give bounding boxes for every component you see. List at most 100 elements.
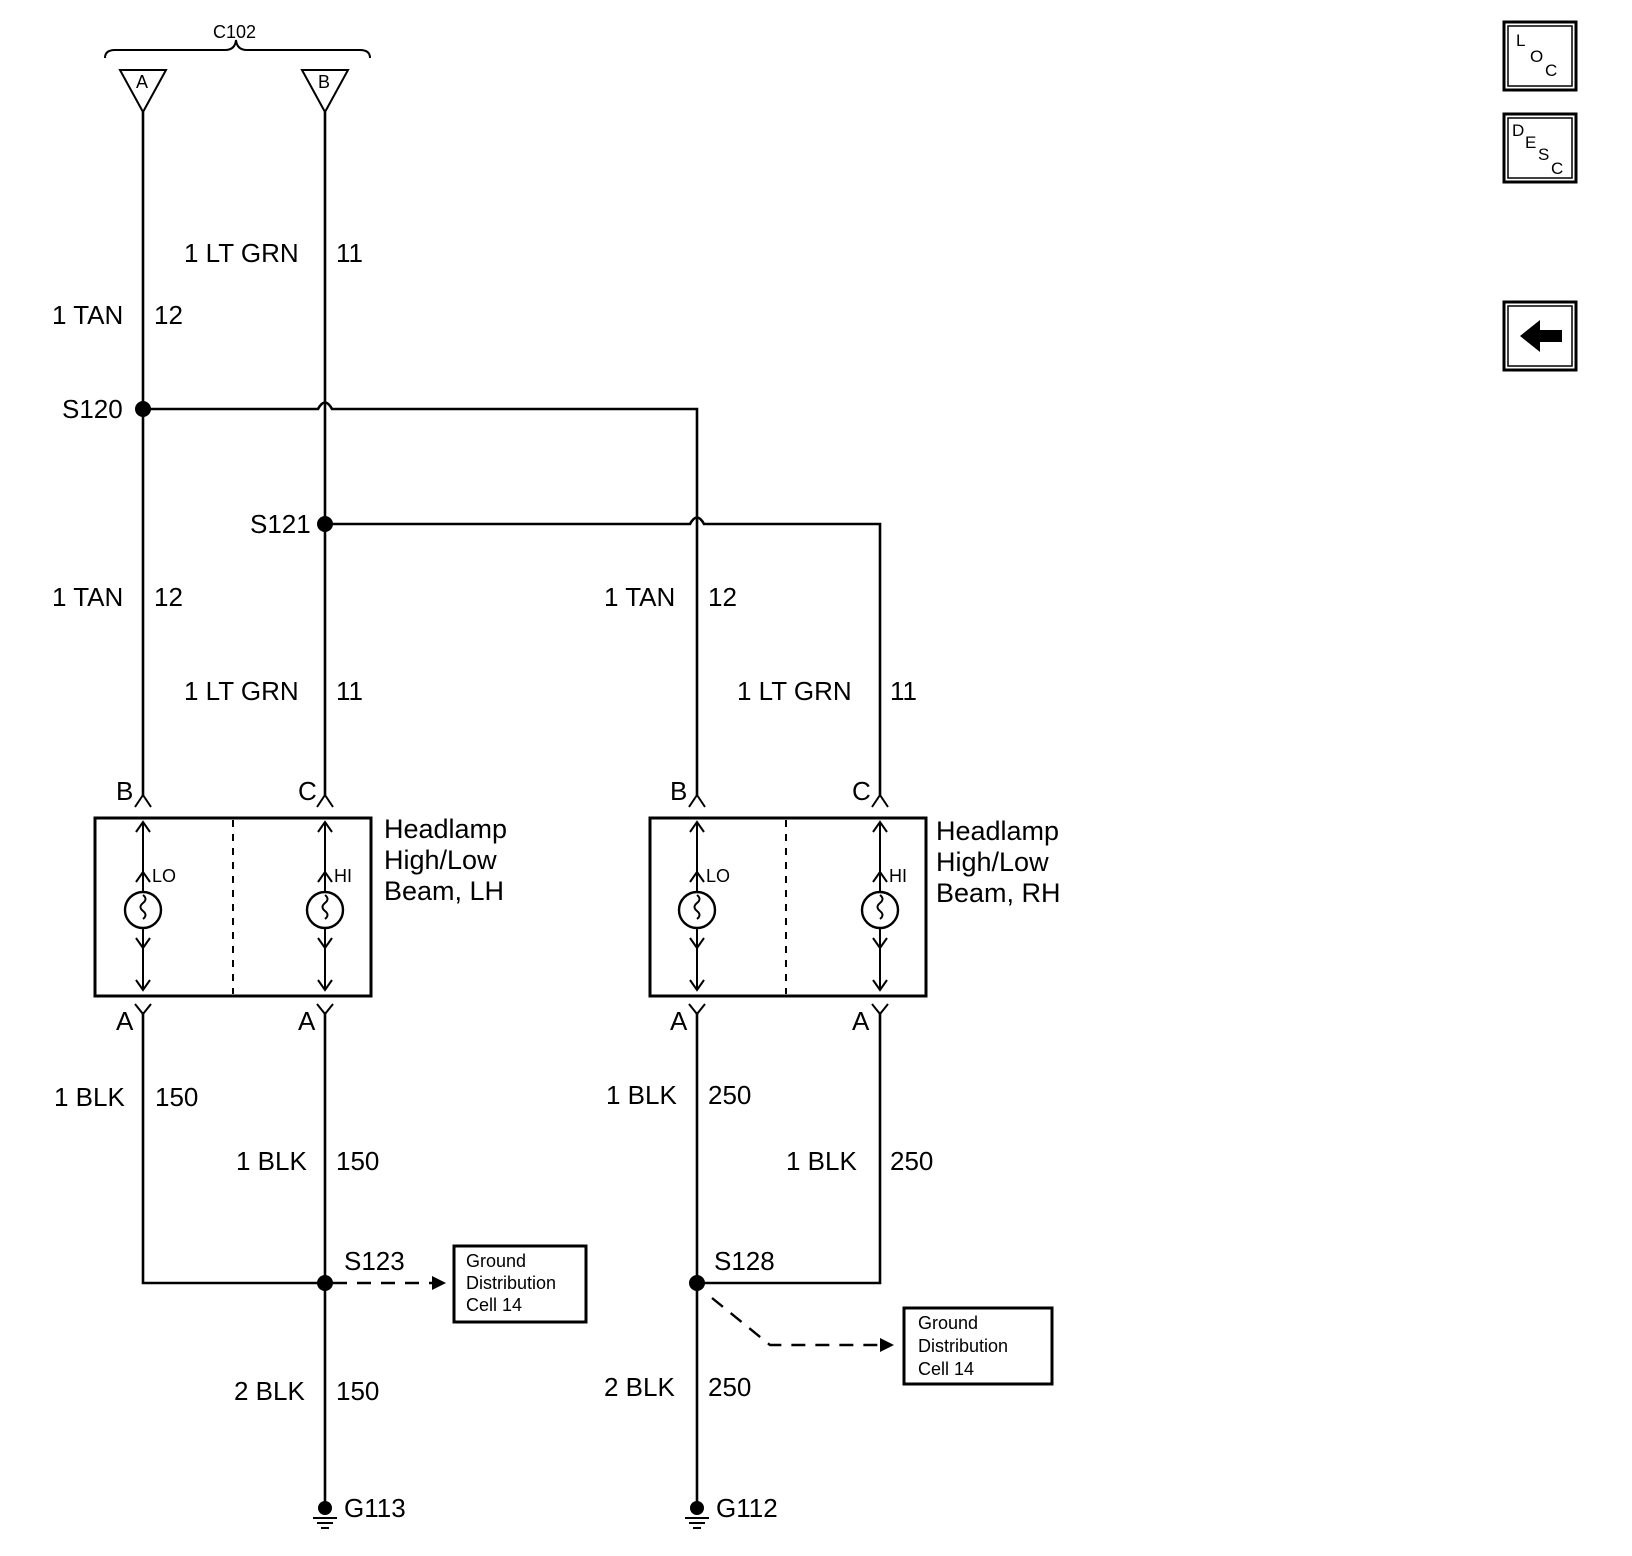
back-button[interactable]: [1502, 300, 1578, 372]
wire-label-blk-rh-lo: 1 BLK: [606, 1080, 677, 1110]
splice-s120-label: S120: [62, 394, 123, 424]
connector-pin-a-label: A: [136, 72, 148, 92]
ground-g113-dot: [318, 1501, 332, 1515]
wire-circuit-blk-lh-lo: 150: [155, 1082, 198, 1112]
headlamp-lh: B C LO HI A A Headlamp High/Low Beam, LH: [93, 776, 507, 1036]
headlamp-lh-pin-a-hi: A: [298, 1006, 316, 1036]
wire-label-blk-lh-hi: 1 BLK: [236, 1146, 307, 1176]
splice-s121-label: S121: [250, 509, 311, 539]
ground-ref-lh-box[interactable]: [452, 1244, 588, 1324]
connector-pin-b-terminal: [300, 69, 350, 115]
connector-bracket: [104, 39, 371, 59]
headlamp-lh-lo-arrow-down: [135, 979, 151, 992]
headlamp-lh-pin-c: C: [298, 776, 317, 806]
ground-g112: G112: [685, 1493, 778, 1529]
ground-ref-rh[interactable]: Ground Distribution Cell 14: [711, 1297, 1054, 1386]
bulb-filament-icon: [139, 894, 147, 920]
wire-blk-lh-lo: [141, 1012, 325, 1285]
loc-button-letter-l: L: [1516, 31, 1525, 50]
headlamp-rh: B C LO HI A A Headlamp High/Low Beam, RH: [648, 776, 1061, 1036]
ground-ref-rh-line2: Distribution: [918, 1336, 1008, 1356]
ground-ref-lh-line1: Ground: [466, 1251, 526, 1271]
wire-label-blk-rh-hi: 1 BLK: [786, 1146, 857, 1176]
loc-button-letter-c: C: [1545, 61, 1557, 80]
headlamp-rh-pin-c: C: [852, 776, 871, 806]
headlamp-lh-hi-arrow-down: [317, 979, 333, 992]
headlamp-rh-pin-a-hi-terminal: [871, 1003, 889, 1016]
ground-g113: G113: [313, 1493, 406, 1529]
ground-ref-rh-box[interactable]: [902, 1306, 1054, 1386]
wire-label-blk-lh-lo: 1 BLK: [54, 1082, 125, 1112]
ground-ref-rh-arrow-icon: [880, 1338, 894, 1352]
headlamp-rh-title-line1: Headlamp: [936, 816, 1059, 846]
headlamp-lh-pin-b: B: [116, 776, 133, 806]
headlamp-lh-hi-terminals: [317, 870, 333, 950]
headlamp-rh-pin-b-terminal: [688, 793, 706, 808]
ground-ref-rh-leader: [711, 1297, 880, 1347]
ground-g113-label: G113: [344, 1493, 406, 1523]
ground-icon: [313, 1517, 337, 1529]
headlamp-lh-pin-c-terminal: [316, 793, 334, 808]
ground-ref-rh-line1: Ground: [918, 1313, 978, 1333]
headlamp-rh-lo-label: LO: [706, 866, 730, 886]
wire-circuit-blk-lh-hi: 150: [336, 1146, 379, 1176]
ground-ref-lh[interactable]: Ground Distribution Cell 14: [333, 1244, 588, 1324]
loc-button-inner-frame: [1507, 25, 1573, 87]
ground-icon: [685, 1517, 709, 1529]
back-button-inner-frame: [1507, 305, 1573, 367]
ground-g112-label: G112: [716, 1493, 778, 1523]
ground-ref-lh-arrow-icon: [432, 1276, 446, 1290]
wire-label-tan-lh: 1 TAN: [52, 582, 123, 612]
splices: S120 S121 S123 S128: [62, 394, 775, 1291]
splice-s120-dot: [135, 401, 151, 417]
wire-ltgrn-crossover: [325, 516, 882, 795]
loc-button-letter-o: O: [1530, 47, 1543, 66]
wire-label-tan-rh: 1 TAN: [604, 582, 675, 612]
bulb-filament-icon: [876, 894, 884, 920]
wire-circuit-ltgrn-upper: 11: [336, 238, 363, 268]
desc-button-letter-e: E: [1525, 133, 1536, 152]
wire-label-ltgrn-rh: 1 LT GRN: [737, 676, 852, 706]
headlamp-lh-pin-a-lo-terminal: [134, 1003, 152, 1016]
wire-label-ltgrn-lh: 1 LT GRN: [184, 676, 299, 706]
headlamp-lh-lo-arrow-up: [135, 820, 151, 833]
splice-s121-dot: [317, 516, 333, 532]
wire-circuit-blk-rh-ground: 250: [708, 1372, 751, 1402]
loc-button[interactable]: L O C: [1502, 20, 1578, 92]
headlamp-rh-pin-a-lo-terminal: [688, 1003, 706, 1016]
desc-button-letter-d: D: [1512, 121, 1524, 140]
ground-ref-lh-line3: Cell 14: [466, 1295, 522, 1315]
connector-pin-b-label: B: [318, 72, 330, 92]
connector-c102: C102 A B: [104, 22, 371, 115]
wire-circuit-tan-upper: 12: [154, 300, 183, 330]
headlamp-rh-lo-arrow-up: [689, 820, 705, 833]
ground-ref-lh-line2: Distribution: [466, 1273, 556, 1293]
headlamp-rh-title-line2: High/Low: [936, 847, 1049, 877]
desc-button-frame[interactable]: [1502, 112, 1578, 184]
headlamp-lh-hi-arrow-up: [317, 820, 333, 833]
splice-s128-label: S128: [714, 1246, 775, 1276]
bulb-filament-icon: [321, 894, 329, 920]
headlamp-lh-lo-label: LO: [152, 866, 176, 886]
headlamp-rh-hi-terminals: [872, 870, 888, 950]
wire-circuit-blk-rh-hi: 250: [890, 1146, 933, 1176]
connector-pin-a-terminal: [118, 69, 168, 115]
loc-button-frame[interactable]: [1502, 20, 1578, 92]
headlamp-rh-lo-terminals: [689, 870, 705, 950]
bulb-filament-icon: [693, 894, 701, 920]
headlamp-rh-pin-a-lo: A: [670, 1006, 688, 1036]
desc-button-inner-frame: [1507, 117, 1573, 179]
desc-button-letter-s: S: [1538, 145, 1549, 164]
headlamp-lh-hi-label: HI: [334, 866, 352, 886]
wire-label-tan-upper: 1 TAN: [52, 300, 123, 330]
headlamp-lh-title-line3: Beam, LH: [384, 876, 504, 906]
headlamp-rh-hi-arrow-up: [872, 820, 888, 833]
desc-button[interactable]: D E S C: [1502, 112, 1578, 184]
wire-labels: 1 LT GRN 11 1 TAN 12 1 TAN 12 1 TAN 12 1…: [52, 238, 933, 1406]
wire-circuit-ltgrn-lh: 11: [336, 676, 363, 706]
headlamp-rh-lo-arrow-down: [689, 979, 705, 992]
headlamp-lh-pin-a-hi-terminal: [316, 1003, 334, 1016]
ground-g112-dot: [690, 1501, 704, 1515]
wire-circuit-tan-lh: 12: [154, 582, 183, 612]
